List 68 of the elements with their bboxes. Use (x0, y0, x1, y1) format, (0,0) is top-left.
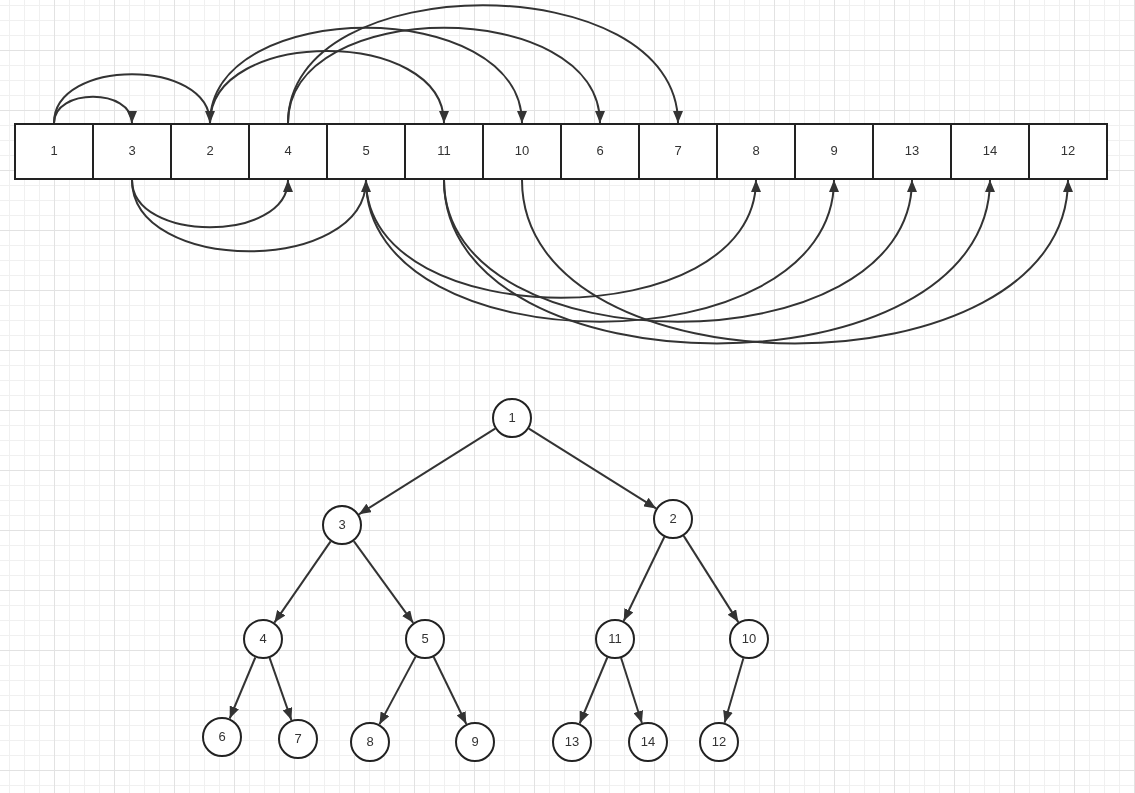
arrow (443, 179, 915, 323)
arrow (228, 656, 257, 720)
array-value: 6 (596, 144, 604, 159)
array-value: 11 (437, 144, 451, 159)
array-value: 13 (904, 144, 920, 159)
arrow (131, 179, 291, 229)
arrow (287, 4, 681, 124)
arrow (365, 179, 837, 323)
array-value: 8 (752, 144, 760, 159)
array-cell (794, 123, 874, 180)
node-value: 3 (338, 517, 346, 533)
arrow (682, 534, 740, 624)
array-value: 1 (50, 144, 58, 159)
array-cell (482, 123, 562, 180)
node-value: 13 (564, 734, 580, 750)
array-cell (872, 123, 952, 180)
array-cell (92, 123, 172, 180)
arrow (352, 540, 415, 624)
array-cell (1028, 123, 1108, 180)
array-cell (638, 123, 718, 180)
arrow (357, 427, 497, 516)
node-value: 10 (741, 631, 757, 647)
array-value: 9 (830, 144, 838, 159)
arrow (578, 656, 609, 725)
array-value: 10 (514, 144, 530, 159)
node-value: 1 (508, 410, 516, 426)
arrow (209, 26, 525, 124)
node-value: 11 (608, 631, 622, 647)
arrow (365, 179, 759, 299)
arrow (273, 540, 332, 624)
array-cell (950, 123, 1030, 180)
array-value: 2 (206, 144, 214, 159)
arrow (378, 655, 417, 726)
node-value: 14 (640, 734, 656, 750)
node-value: 8 (366, 734, 374, 750)
arrow (268, 656, 293, 722)
array-cell (560, 123, 640, 180)
arrow (209, 50, 447, 124)
node-value: 7 (294, 731, 302, 747)
arrow (443, 179, 993, 345)
arrow (53, 73, 213, 124)
node-value: 9 (471, 734, 479, 750)
node-value: 5 (421, 631, 429, 647)
array-value: 5 (362, 144, 370, 159)
array-value: 4 (284, 144, 292, 159)
array-value: 12 (1060, 144, 1076, 159)
arrow (53, 95, 135, 124)
node-value: 6 (218, 729, 226, 745)
arrow (432, 656, 468, 725)
node-value: 12 (711, 734, 727, 750)
array-cell (14, 123, 94, 180)
array-cell (248, 123, 328, 180)
arrow (527, 427, 658, 510)
arrow (287, 26, 603, 124)
node-value: 4 (259, 631, 267, 647)
array-cell (170, 123, 250, 180)
array-value: 3 (128, 144, 136, 159)
array-cell (326, 123, 406, 180)
array-cell (404, 123, 484, 180)
node-value: 2 (669, 511, 677, 527)
array-cell (716, 123, 796, 180)
arrow (723, 657, 745, 724)
array-value: 14 (982, 144, 998, 159)
arrow (622, 536, 666, 622)
arrow (620, 657, 643, 724)
arrow (131, 179, 369, 253)
arrow (521, 179, 1071, 345)
array-value: 7 (674, 144, 682, 159)
